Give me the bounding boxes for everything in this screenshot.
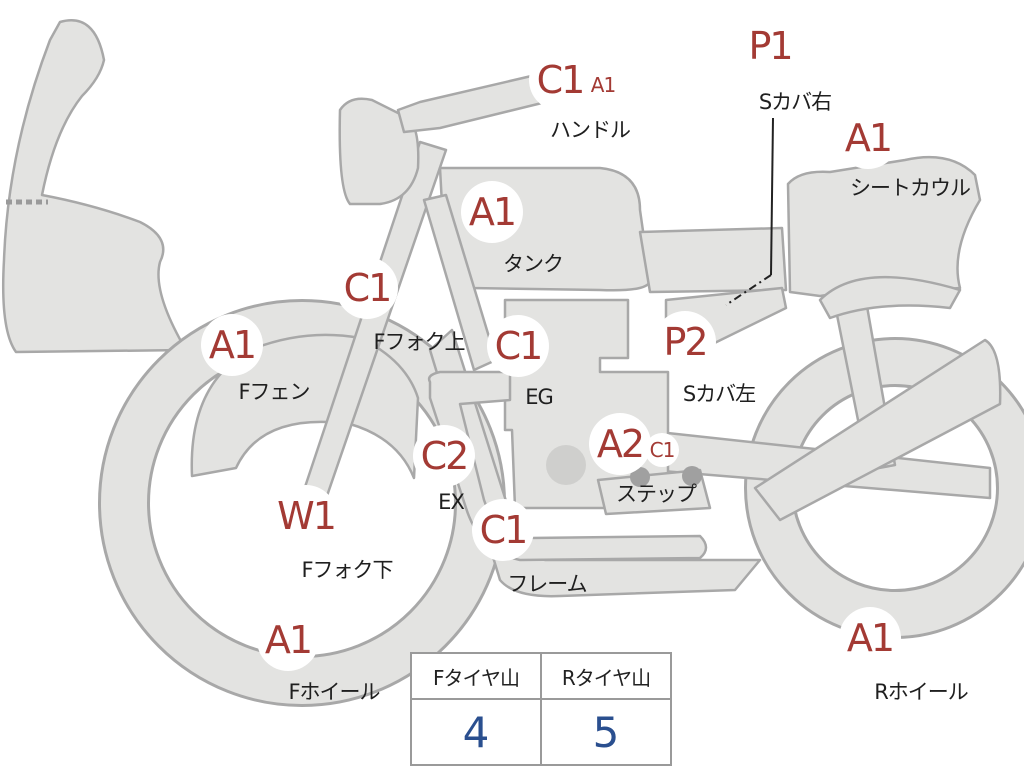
engine-grade-badge: C1	[487, 315, 549, 377]
leader-line	[770, 117, 774, 276]
front-wheel-grade-badge: A1	[257, 609, 319, 671]
exhaust-label: EX	[438, 490, 465, 514]
fork-upper-grade-badge: C1	[336, 257, 398, 319]
side-cover-left-label: Sカバ左	[682, 382, 756, 406]
handle-label: ハンドル	[550, 118, 631, 142]
handle-subgrade-badge: A1	[586, 68, 620, 102]
front-tread-value: 4	[410, 698, 542, 766]
step-label: ステップ	[616, 482, 697, 506]
rear-upper-strut-shape	[753, 338, 1002, 522]
front-tread-header: Fタイヤ山	[410, 652, 542, 700]
side-cover-right-grade-badge: P1	[739, 15, 801, 77]
seat-shape	[638, 226, 788, 294]
tank-grade-badge: A1	[461, 181, 523, 243]
exhaust-grade-badge: C2	[413, 425, 475, 487]
engine-cover-circle	[546, 445, 586, 485]
tread-header-row: Fタイヤ山 Rタイヤ山	[410, 652, 672, 700]
step-peg-circle-2	[682, 466, 702, 486]
step-grade-badge: A2	[589, 413, 651, 475]
tank-label: タンク	[503, 252, 564, 276]
fairing-shape	[1, 19, 188, 354]
engine-label: EG	[525, 385, 554, 409]
fork-upper-label: Fフォク上	[373, 330, 465, 354]
fork-lower-label: Fフォク下	[301, 558, 393, 582]
handle-grade-badge: C1	[529, 49, 591, 111]
step-shape	[596, 468, 712, 516]
front-fender-label: Fフェン	[238, 380, 310, 404]
front-fender-grade-badge: A1	[201, 314, 263, 376]
fork-lower-grade-badge: W1	[275, 485, 337, 547]
seat-cowl-label: シートカウル	[850, 176, 971, 200]
step-subgrade-badge: C1	[645, 433, 679, 467]
tire-tread-table: Fタイヤ山 Rタイヤ山 4 5	[410, 652, 672, 766]
side-cover-right-label: Sカバ右	[758, 90, 832, 114]
side-cover-left-grade-badge: P2	[654, 311, 716, 373]
headlight-shape	[338, 97, 420, 206]
step-peg-circle	[630, 467, 650, 487]
front-wheel-label: Fホイール	[288, 680, 380, 704]
rear-fender-shape	[818, 275, 962, 320]
frame-grade-badge: C1	[472, 499, 534, 561]
rear-wheel-grade-badge: A1	[839, 607, 901, 669]
rear-tread-header: Rタイヤ山	[540, 652, 672, 700]
rear-wheel-label: Rホイール	[874, 680, 969, 704]
rear-tread-value: 5	[540, 698, 672, 766]
seat-cowl-grade-badge: A1	[837, 107, 899, 169]
tread-value-row: 4 5	[410, 698, 672, 766]
frame-label: フレーム	[507, 572, 587, 596]
